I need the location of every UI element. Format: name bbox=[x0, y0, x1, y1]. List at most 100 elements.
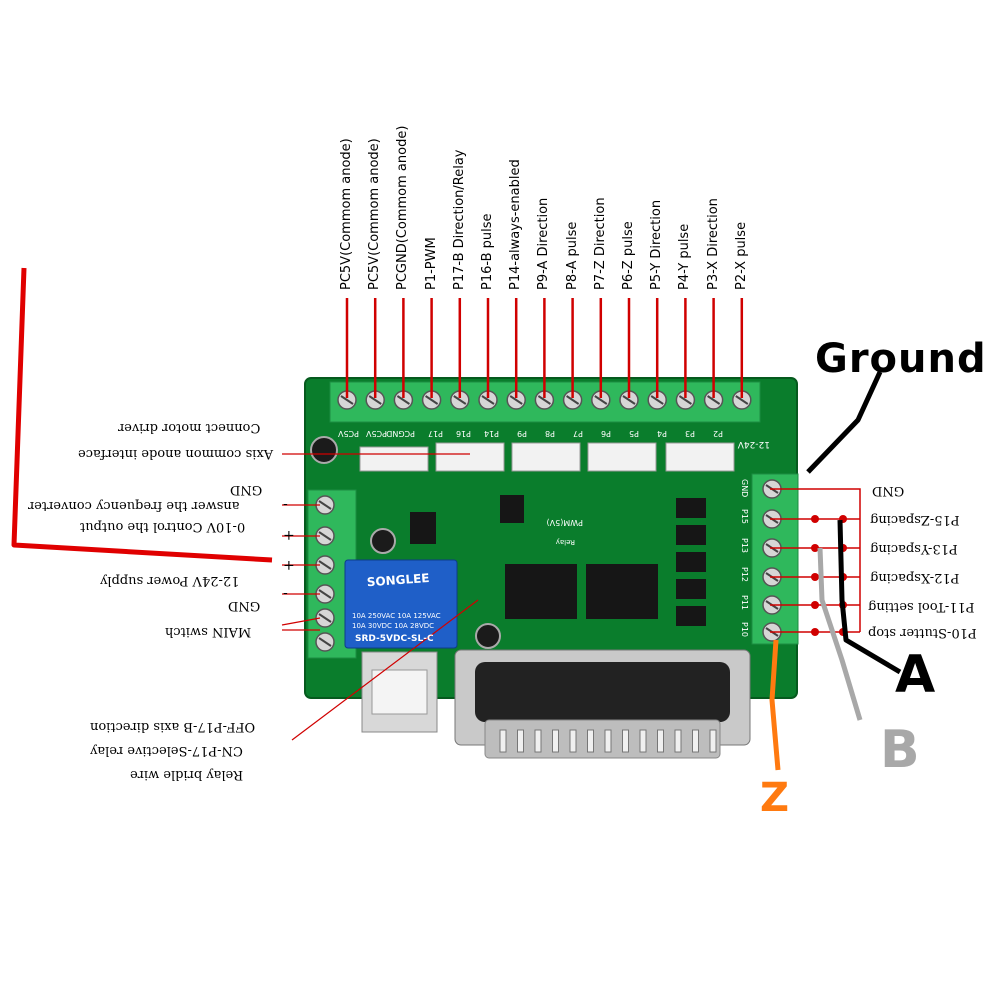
relay-model: SRD-5VDC-SL-C bbox=[355, 634, 434, 644]
top-leader-lines bbox=[345, 298, 744, 398]
top-pin-label: P7-Z Direction bbox=[592, 197, 608, 290]
top-silk-label: P2 bbox=[713, 429, 723, 438]
header-connector-4 bbox=[587, 442, 657, 472]
top-pin-label: PCGND(Commom anode) bbox=[395, 125, 411, 290]
label-connect-motor-driver: Connect motor driver bbox=[118, 420, 261, 435]
plus-marker-2: + bbox=[283, 557, 295, 573]
label-cn-p17: CN-P17-Selective relay bbox=[90, 743, 243, 758]
top-silk-label: P16 bbox=[456, 429, 471, 438]
a-wire bbox=[837, 519, 902, 675]
db25-pin bbox=[569, 729, 577, 753]
handwritten-b: B bbox=[880, 720, 920, 780]
label-relay-wire: Relay bridle wire bbox=[130, 767, 244, 782]
right-silk-label: P15 bbox=[740, 509, 749, 524]
label-right-p12: P12-Xspacing bbox=[870, 570, 960, 585]
top-pin-label: P16-B pulse bbox=[480, 213, 495, 290]
top-terminal-screw bbox=[619, 390, 639, 410]
capacitor-mid bbox=[370, 528, 396, 554]
top-screws bbox=[337, 390, 752, 410]
ground-wire bbox=[806, 370, 883, 474]
top-pin-label: P14-always-enabled bbox=[508, 159, 524, 290]
right-silk-label: GND bbox=[740, 479, 749, 497]
label-main-switch: MAIN switch bbox=[165, 624, 252, 639]
top-silk-label: P9 bbox=[517, 429, 527, 438]
top-pin-label: P2-X pulse bbox=[733, 221, 749, 290]
relay-spec-2: 10A 30VDC 10A 28VDC bbox=[352, 622, 434, 630]
top-silk-label: P7 bbox=[573, 429, 583, 438]
db25-pin bbox=[499, 729, 507, 753]
right-silk-label: P10 bbox=[740, 622, 749, 637]
plus-marker-1: + bbox=[283, 527, 295, 543]
db25-pin bbox=[552, 729, 559, 753]
db25-face bbox=[475, 662, 730, 722]
top-silk-label: P5 bbox=[629, 429, 639, 438]
label-right-p13: P13-Yspacing bbox=[870, 541, 958, 556]
top-silk-label: PCGND bbox=[386, 429, 415, 438]
top-pin-label: P9-A Direction bbox=[536, 197, 552, 290]
top-pin-label: P3-X Direction bbox=[705, 198, 721, 290]
top-pin-label: PC5V(Commom anode) bbox=[339, 138, 354, 290]
top-silk-label: PC5V bbox=[366, 429, 388, 438]
relay-spec-1: 10A 250VAC 10A 125VAC bbox=[352, 612, 441, 620]
minus-marker-2: - bbox=[283, 586, 288, 602]
left-terminal-screw bbox=[315, 555, 335, 575]
header-connector-5 bbox=[665, 442, 735, 472]
top-silk-label: P3 bbox=[685, 429, 695, 438]
left-terminal-screw bbox=[315, 632, 335, 652]
header-connector-3 bbox=[511, 442, 581, 472]
pwm-silk: PWM(5V) bbox=[547, 518, 583, 527]
top-silk-label: P8 bbox=[545, 429, 555, 438]
left-terminal-screw bbox=[315, 608, 335, 628]
usb-port-slot bbox=[371, 669, 428, 715]
z-wire bbox=[769, 639, 781, 771]
top-pin-label: P8-A pulse bbox=[564, 221, 580, 290]
db25-pin bbox=[639, 729, 647, 753]
right-silk-label: P13 bbox=[740, 538, 749, 553]
top-pin-label: P4-Y pulse bbox=[677, 223, 693, 290]
relay-silk: Relay bbox=[556, 538, 575, 546]
label-control-output: 0-10V Control the output bbox=[80, 519, 246, 534]
db25-pins bbox=[499, 729, 717, 753]
minus-marker-1: - bbox=[283, 497, 288, 513]
top-pin-label: P17-B Direction/Relay bbox=[451, 149, 467, 291]
left-terminal-screw bbox=[315, 526, 335, 546]
db25-pin bbox=[517, 729, 524, 753]
db25-pin bbox=[692, 729, 699, 753]
handwritten-a: A bbox=[895, 645, 936, 705]
label-answer-converter: answer the frequency converter bbox=[28, 498, 240, 513]
top-pin-label: P1-PWM bbox=[423, 237, 439, 290]
top-terminal-screw bbox=[450, 390, 470, 410]
db25-pin bbox=[534, 729, 542, 753]
top-terminal-screw bbox=[562, 390, 583, 410]
label-right-p15: P15-Zspacing bbox=[870, 512, 960, 527]
relay-brand: SONGLEE bbox=[366, 571, 430, 589]
db25-pin bbox=[674, 729, 682, 753]
top-silk-label: PC5V bbox=[338, 429, 360, 438]
top-silk-label: P14 bbox=[484, 429, 499, 438]
label-right-p10: P10-Stutter stop bbox=[868, 625, 977, 640]
ic-chip-right bbox=[586, 564, 658, 619]
top-pin-label: P6-Z pulse bbox=[621, 221, 636, 290]
left-terminal-screw bbox=[315, 495, 335, 515]
right-silk-label: P12 bbox=[740, 567, 749, 582]
top-silk-label: P4 bbox=[657, 429, 667, 438]
handwritten-ground: Ground bbox=[815, 336, 987, 382]
db25-pin bbox=[622, 729, 629, 753]
db25-pin bbox=[587, 729, 594, 753]
db25-pin bbox=[657, 729, 664, 753]
label-power-supply: 12-24V Power supply bbox=[100, 573, 240, 588]
db25-pin bbox=[604, 729, 612, 753]
left-annotation-lines bbox=[281, 453, 479, 741]
voltage-silk: 12-24V bbox=[737, 439, 770, 449]
top-pin-label: PC5V(Commom anode) bbox=[367, 138, 383, 290]
handwritten-z: Z bbox=[760, 775, 790, 821]
left-screws bbox=[315, 495, 335, 652]
capacitor-bottom bbox=[475, 623, 501, 649]
label-gnd-top: GND bbox=[230, 482, 263, 497]
hand-drawn-red-wire bbox=[11, 267, 273, 563]
top-pin-label: P5-Y Direction bbox=[649, 199, 665, 290]
db25-pin bbox=[709, 729, 717, 753]
top-terminal-screw bbox=[506, 390, 526, 410]
